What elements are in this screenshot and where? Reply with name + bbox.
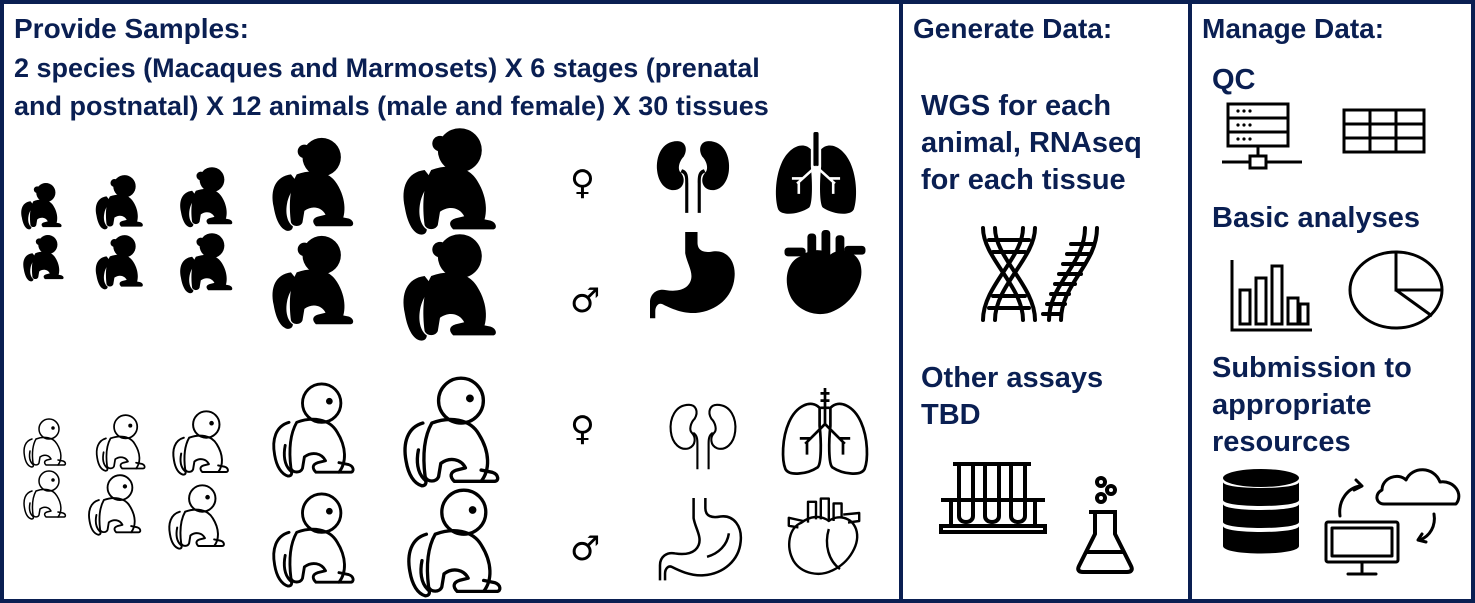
kidney-icon — [656, 141, 730, 213]
table-icon — [1342, 108, 1426, 154]
lungs-icon — [781, 386, 869, 475]
manage-data-panel: Manage Data: QC Basic analyses — [1188, 0, 1475, 603]
basic-analyses-label: Basic analyses — [1212, 202, 1420, 234]
submission-line1: Submission to — [1212, 352, 1412, 384]
monkey-icon — [407, 488, 502, 598]
male-symbol: ♂ — [570, 529, 601, 569]
cloud-sync-icon — [1324, 468, 1461, 576]
monkey-icon — [403, 128, 496, 235]
monkey-icon — [180, 167, 233, 228]
provide-samples-panel: Provide Samples: 2 species (Macaques and… — [0, 0, 903, 603]
qc-label: QC — [1212, 64, 1256, 96]
monkey-icon — [272, 492, 355, 588]
generate-data-title: Generate Data: — [913, 13, 1113, 44]
other-assays-line1: Other assays — [921, 362, 1104, 394]
monkey-icon — [95, 414, 146, 472]
submission-line2: appropriate — [1212, 389, 1372, 421]
monkey-icon — [403, 234, 496, 341]
stomach-icon — [650, 232, 735, 319]
wgs-text-line3: for each tissue — [921, 164, 1126, 196]
monkey-icon — [95, 175, 143, 230]
monkey-icon — [21, 182, 62, 230]
manage-data-title: Manage Data: — [1202, 13, 1385, 44]
monkey-icon — [272, 137, 354, 231]
provide-samples-title: Provide Samples: — [14, 13, 249, 44]
server-icon — [1222, 102, 1302, 170]
heart-icon — [784, 230, 866, 315]
submission-line3: resources — [1212, 426, 1351, 458]
monkey-icon — [23, 234, 64, 282]
bar-chart-icon — [1230, 260, 1312, 332]
monkey-icon — [23, 418, 67, 468]
monkey-icon — [95, 235, 143, 290]
generate-data-panel: Generate Data: WGS for each animal, RNAs… — [899, 0, 1192, 603]
monkey-icon — [88, 474, 142, 536]
samples-description-line1: 2 species (Macaques and Marmosets) X 6 s… — [14, 53, 760, 83]
samples-description-line2: and postnatal) X 12 animals (male and fe… — [14, 91, 769, 121]
male-symbol: ♂ — [570, 281, 601, 321]
database-icon — [1223, 469, 1299, 554]
dna-icon — [981, 226, 1099, 322]
kidney-icon — [669, 403, 737, 471]
wgs-text-line2: animal, RNAseq — [921, 127, 1142, 159]
monkey-icon — [272, 382, 355, 478]
flask-icon — [1076, 476, 1134, 574]
stomach-icon — [658, 496, 743, 582]
test-tubes-icon — [939, 462, 1047, 534]
other-assays-line2: TBD — [921, 399, 981, 431]
female-symbol: ♀ — [570, 409, 595, 449]
female-symbol: ♀ — [570, 163, 595, 203]
heart-icon — [787, 497, 861, 575]
monkey-icon — [168, 484, 225, 550]
monkey-icon — [403, 376, 500, 488]
pie-chart-icon — [1348, 250, 1444, 330]
wgs-text-line1: WGS for each — [921, 90, 1112, 122]
monkey-icon — [172, 410, 229, 476]
monkey-icon — [23, 470, 67, 520]
monkey-icon — [180, 233, 233, 294]
monkey-icon — [272, 235, 354, 329]
lungs-icon — [774, 130, 858, 216]
